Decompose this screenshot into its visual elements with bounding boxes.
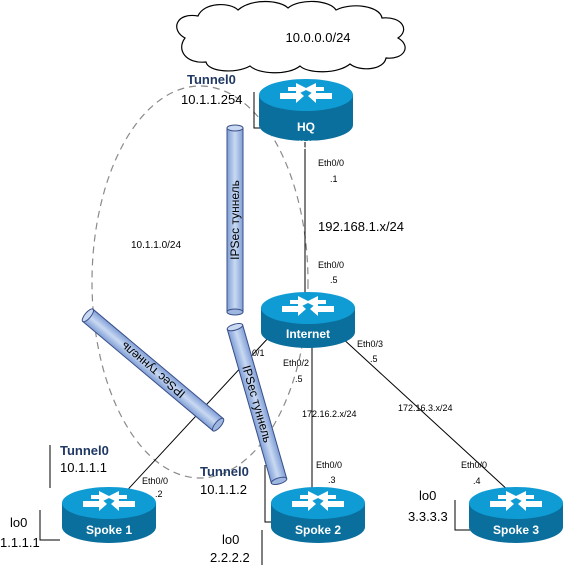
spoke1-iface-name: Eth0/0 [142,476,168,486]
spoke1-tunnel-title: Tunnel0 [60,443,109,458]
internet-iface0-host: .5 [330,275,338,285]
internet-iface3-name: Eth0/3 [357,339,383,349]
spoke3-iface-name: Eth0/0 [461,460,487,470]
hq-iface-host: .1 [330,174,338,184]
hq-iface-name: Eth0/0 [318,158,344,168]
spoke2-lo-ip: 2.2.2.2 [210,550,250,565]
router-spoke3: Spoke 3 [469,487,563,543]
spoke1-lo-bracket [39,510,60,541]
link-internet-spoke3 [339,335,511,493]
spoke3-iface-host: .4 [473,476,481,486]
network-cloud [176,0,406,74]
spoke2-tunnel-title: Tunnel0 [200,464,249,479]
spoke2-subnet: 172.16.2.x/24 [302,409,357,419]
spoke3-subnet: 172.16.3.x/24 [398,403,453,413]
internet-iface2-host: .5 [295,374,303,384]
ipsec-tunnel-spoke2: IPSec туннель [226,322,288,486]
spoke2-tunnel-ip: 10.1.1.2 [200,482,247,497]
spoke1-iface-host: .2 [155,489,163,499]
router-internet: Internet [261,292,355,348]
ipsec-tunnel-spoke1: IPSec туннель [81,308,225,432]
hq-internet-subnet: 192.168.1.x/24 [318,219,404,234]
hq-tunnel-ip: 10.1.1.254 [181,92,242,107]
spoke3-lo-name: lo0 [419,488,436,503]
ipsec-tunnel-hq: IPSec туннель [226,124,244,316]
tunnel-subnet: 10.1.1.0/24 [131,240,181,251]
ipsec-label-hq: IPSec туннель [228,180,242,260]
router-spoke2: Spoke 2 [271,487,365,543]
spoke2-router-label: Spoke 2 [295,523,341,537]
internet-iface1-name: 0/1 [252,348,265,358]
internet-iface2-name: Eth0/2 [283,358,309,368]
tunnel-network-ellipse [91,85,309,479]
spoke2-iface-name: Eth0/0 [316,460,342,470]
spoke1-lo-ip: 1.1.1.1 [0,535,40,550]
internet-router-label: Internet [286,327,330,341]
spoke1-tunnel-ip: 10.1.1.1 [60,460,107,475]
spoke1-router-label: Spoke 1 [86,523,132,537]
spoke1-lo-name: lo0 [10,515,27,530]
cloud-subnet-label: 10.0.0.0/24 [285,30,350,45]
spoke2-iface-host: .3 [328,475,336,485]
hq-router-sublabel: HUB [293,138,319,152]
spoke2-lo-name: lo0 [222,532,239,547]
internet-iface0-name: Eth0/0 [318,260,344,270]
spoke3-lo-ip: 3.3.3.3 [408,509,448,524]
hq-router-label: HQ [297,120,315,134]
router-spoke1: Spoke 1 [62,487,156,543]
router-hq: HQ HUB [259,79,353,152]
ipsec-label-spoke1: IPSec туннель [118,339,188,401]
internet-iface3-host: .5 [370,354,378,364]
spoke3-router-label: Spoke 3 [493,523,539,537]
hq-tunnel-title: Tunnel0 [187,72,236,87]
